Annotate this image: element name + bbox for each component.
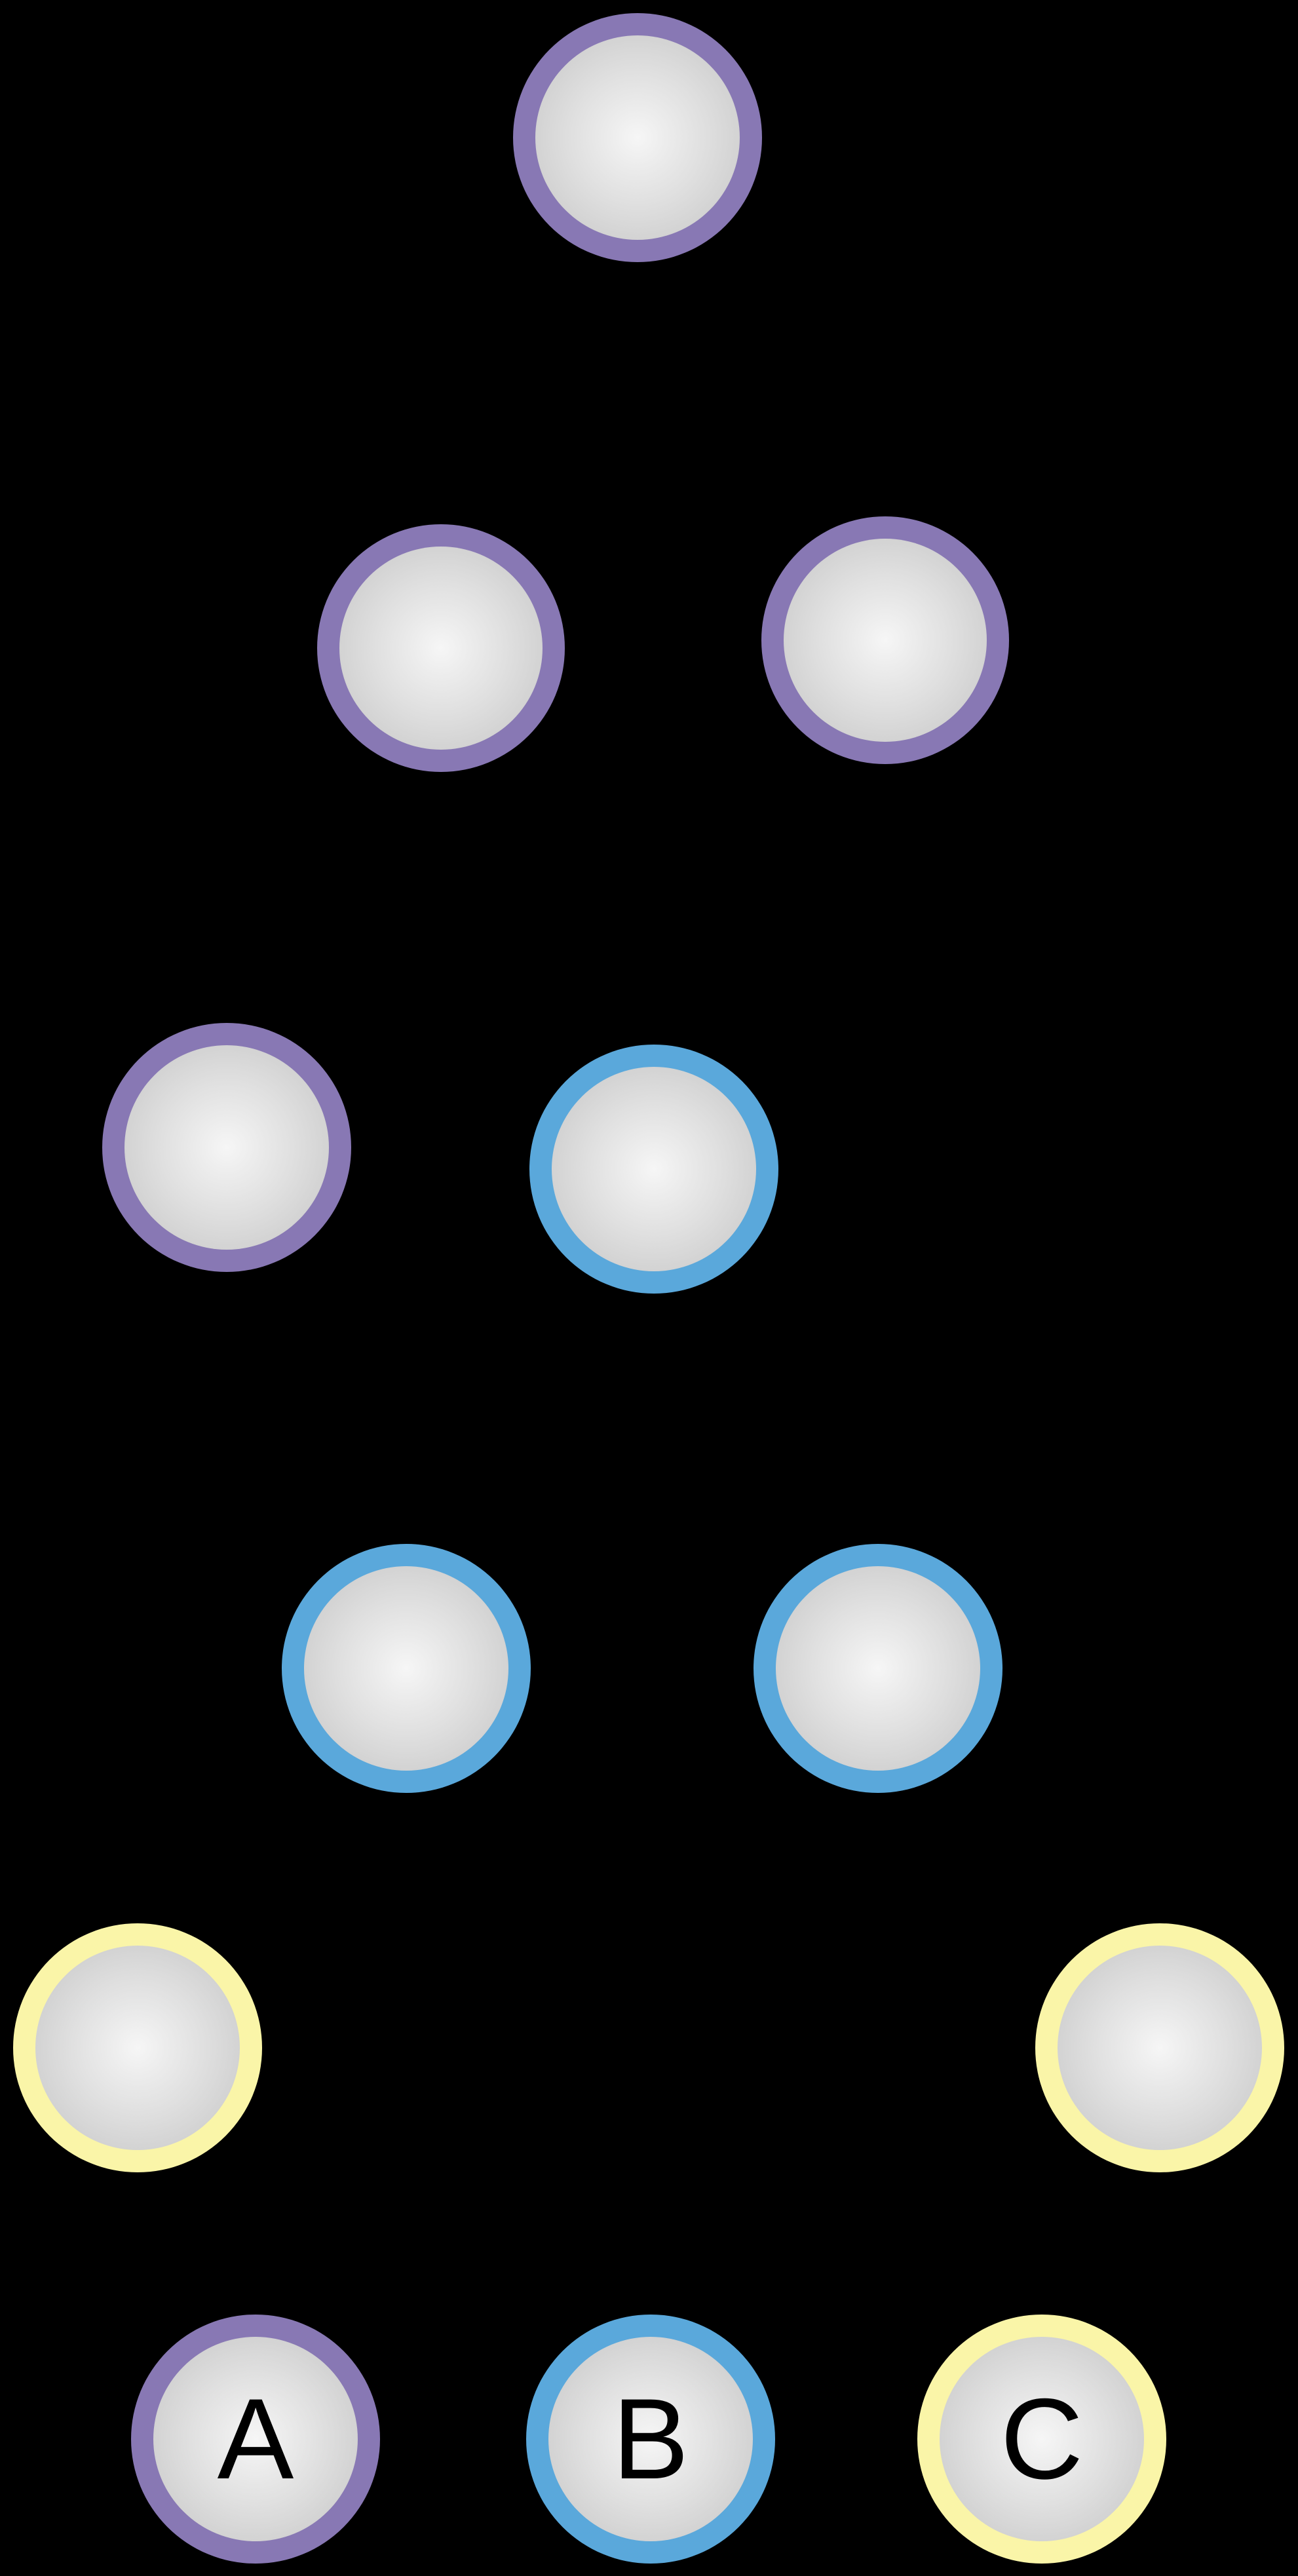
legend-node-a[interactable]: A	[131, 2315, 380, 2564]
node-core	[304, 1566, 508, 1771]
node-label: C	[1000, 2375, 1084, 2503]
node-circle[interactable]	[513, 13, 762, 262]
legend-node-c[interactable]: C	[917, 2315, 1166, 2564]
node-label: A	[217, 2375, 294, 2503]
node-core	[1058, 1946, 1262, 2150]
node-circle[interactable]	[317, 524, 565, 772]
node-circle[interactable]	[529, 1045, 778, 1294]
node-core	[535, 35, 740, 240]
node-circle[interactable]	[761, 516, 1009, 764]
node-circle[interactable]	[754, 1544, 1002, 1793]
node-circle[interactable]	[282, 1544, 531, 1793]
node-core	[784, 539, 987, 742]
legend-node-b[interactable]: B	[526, 2315, 775, 2564]
node-circle[interactable]	[13, 1923, 262, 2172]
node-core	[776, 1566, 980, 1771]
node-core: C	[940, 2337, 1144, 2541]
node-label: B	[612, 2375, 689, 2503]
node-core	[552, 1067, 756, 1271]
node-core: B	[548, 2337, 753, 2541]
node-circle[interactable]	[102, 1023, 351, 1272]
node-core: A	[153, 2337, 358, 2541]
node-core	[339, 547, 543, 750]
node-core	[35, 1946, 240, 2150]
node-core	[124, 1045, 329, 1250]
node-circle[interactable]	[1035, 1923, 1284, 2172]
